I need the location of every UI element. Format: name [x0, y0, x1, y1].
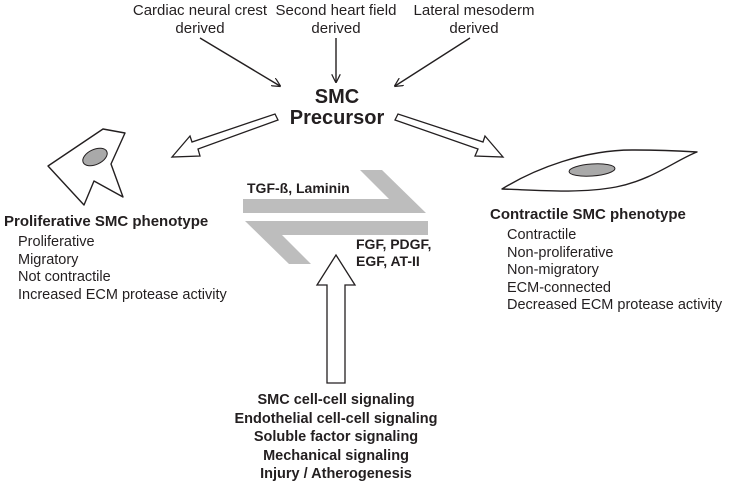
source-line: derived — [449, 20, 499, 37]
modulator-list: SMC cell-cell signaling Endothelial cell… — [206, 391, 466, 484]
contractile-title: Contractile SMC phenotype — [490, 206, 686, 223]
property-item: Non-proliferative — [507, 244, 614, 261]
source-line: derived — [311, 20, 361, 37]
property-item: Non-migratory — [507, 262, 599, 278]
property-item: Contractile — [507, 227, 577, 243]
proliferative-properties: Proliferative Migratory Not contractile … — [18, 234, 227, 304]
proliferative-cell-shape — [47, 128, 126, 206]
contractile-cell-nucleus — [568, 163, 616, 177]
arrow-precursor-to-contractile — [394, 113, 505, 158]
property-item: Migratory — [18, 251, 79, 268]
precursor-line: SMC — [314, 86, 360, 108]
source-line: Second heart field — [275, 2, 397, 19]
property-item: Increased ECM protease activity — [18, 286, 227, 303]
gray-arrow-to-contractile — [243, 170, 426, 213]
arrow-modulators-up — [315, 253, 357, 384]
modulator-item: Soluble factor signaling — [253, 429, 419, 445]
label-growth-factors: FGF, PDGF, EGF, AT-II — [356, 236, 431, 270]
label-tgf-laminin: TGF-ß, Laminin — [247, 180, 350, 196]
precursor-line: Precursor — [289, 107, 385, 129]
modulator-item: SMC cell-cell signaling — [257, 392, 415, 408]
proliferative-title: Proliferative SMC phenotype — [4, 213, 209, 230]
modulator-item: Endothelial cell-cell signaling — [234, 410, 438, 427]
arrow-neural-crest-to-precursor — [199, 37, 280, 86]
gray-arrow-to-proliferative — [245, 221, 428, 264]
contractile-properties: Contractile Non-proliferative Non-migrat… — [507, 227, 722, 315]
modulator-item: Injury / Atherogenesis — [260, 466, 412, 482]
source-line: derived — [175, 20, 225, 37]
growth-factor-line: FGF, PDGF, — [356, 236, 432, 252]
growth-factor-line: EGF, AT-II — [356, 253, 420, 269]
modulator-item: Mechanical signaling — [263, 447, 409, 464]
proliferative-cell-nucleus — [82, 147, 108, 167]
label-cardiac-neural-crest: Cardiac neural crest derived — [106, 2, 294, 38]
property-item: Decreased ECM protease activity — [507, 297, 723, 313]
property-item: Not contractile — [18, 269, 111, 285]
precursor-label: SMC Precursor — [266, 87, 408, 129]
property-item: ECM-connected — [507, 279, 611, 296]
property-item: Proliferative — [18, 234, 95, 250]
arrow-lateral-mesoderm-to-precursor — [395, 37, 471, 86]
label-lateral-mesoderm: Lateral mesoderm derived — [380, 2, 568, 38]
source-line: Cardiac neural crest — [132, 2, 268, 19]
label-second-heart-field: Second heart field derived — [246, 2, 426, 38]
source-line: Lateral mesoderm — [413, 2, 535, 19]
arrow-precursor-to-proliferative — [170, 113, 279, 158]
